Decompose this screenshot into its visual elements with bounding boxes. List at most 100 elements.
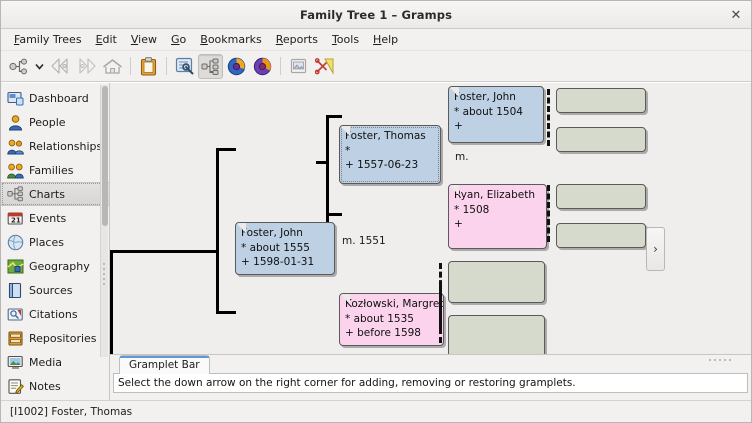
sidebar-item-places[interactable]: Places bbox=[1, 230, 109, 254]
sources-icon bbox=[7, 282, 24, 299]
relationships-icon bbox=[7, 138, 24, 155]
sidebar-item-label: Dashboard bbox=[29, 91, 89, 105]
person-box[interactable]: Kozłowski, Margret * about 1535 + before… bbox=[339, 293, 444, 346]
sidebar-item-label: Media bbox=[29, 355, 63, 369]
tools-icon[interactable] bbox=[250, 54, 275, 79]
sidebar-item-label: Repositories bbox=[29, 331, 97, 345]
charts-icon bbox=[7, 185, 24, 203]
person-death: + 1557-06-23 bbox=[345, 159, 419, 171]
marriage-label: m. 1551 bbox=[342, 235, 386, 247]
svg-text:21: 21 bbox=[11, 216, 21, 224]
media-icon[interactable] bbox=[286, 54, 311, 79]
box-fold-icon bbox=[236, 223, 246, 233]
person-name: Foster, John bbox=[454, 91, 516, 103]
clipboard-icon[interactable] bbox=[136, 54, 161, 79]
menu-mnemonic: T bbox=[331, 33, 337, 46]
sidebar-item-geography[interactable]: Geography bbox=[1, 254, 109, 278]
person-death: + 1598-01-31 bbox=[241, 256, 315, 268]
window-titlebar: Family Tree 1 – Gramps ✕ bbox=[1, 1, 751, 29]
empty-person-box[interactable] bbox=[556, 88, 646, 113]
person-birth: * about 1535 bbox=[345, 312, 414, 325]
gramplet-grip[interactable] bbox=[709, 357, 735, 363]
main-body: Dashboard People bbox=[1, 82, 751, 400]
person-box[interactable]: Foster, John * about 1504 + bbox=[448, 86, 544, 143]
sidebar-item-dashboard[interactable]: Dashboard bbox=[1, 86, 109, 110]
menu-edit[interactable]: Edit bbox=[89, 31, 124, 48]
notes-icon bbox=[7, 378, 24, 395]
sidebar-item-label: People bbox=[29, 115, 66, 129]
menu-tools[interactable]: Tools bbox=[325, 31, 366, 48]
back-arrow-icon[interactable] bbox=[48, 54, 73, 79]
sidebar-item-relationships[interactable]: Relationships bbox=[1, 134, 109, 158]
person-box[interactable]: Ryan, Elizabeth * 1508 + bbox=[448, 184, 547, 249]
sidebar-scrollbar-thumb[interactable] bbox=[102, 86, 108, 226]
menu-label: ookmarks bbox=[207, 33, 262, 46]
dashed-connector bbox=[547, 89, 550, 146]
add-person-icon[interactable] bbox=[6, 54, 31, 79]
person-name: Foster, Thomas bbox=[345, 130, 426, 142]
person-death: + bbox=[454, 120, 463, 132]
tab-gramplet-bar[interactable]: Gramplet Bar bbox=[119, 355, 210, 374]
sidebar-item-repositories[interactable]: Repositories bbox=[1, 326, 109, 350]
person-name: Foster, John bbox=[241, 227, 303, 239]
connector-line bbox=[110, 250, 113, 360]
dashed-connector bbox=[547, 185, 550, 242]
forward-arrow-icon[interactable] bbox=[74, 54, 99, 79]
menu-label: iew bbox=[138, 33, 157, 46]
chart-canvas-wrap: Foster, John * about 1555 + 1598-01-31 F… bbox=[110, 83, 751, 400]
box-fold-icon bbox=[340, 126, 350, 136]
marriage-label: m. bbox=[455, 151, 469, 163]
pedigree-chart-canvas[interactable]: Foster, John * about 1555 + 1598-01-31 F… bbox=[110, 83, 751, 400]
connector-line bbox=[216, 148, 236, 151]
menu-help[interactable]: Help bbox=[366, 31, 405, 48]
sidebar-item-charts[interactable]: Charts bbox=[1, 182, 109, 206]
menu-go[interactable]: Go bbox=[164, 31, 193, 48]
status-text: [I1002] Foster, Thomas bbox=[10, 405, 133, 418]
home-icon[interactable] bbox=[100, 54, 125, 79]
person-birth: * bbox=[345, 144, 351, 157]
menu-mnemonic: H bbox=[373, 33, 382, 46]
sidebar-item-notes[interactable]: Notes bbox=[1, 374, 109, 398]
chevron-down-icon[interactable] bbox=[32, 54, 47, 79]
sidebar-item-families[interactable]: Families bbox=[1, 158, 109, 182]
media-icon bbox=[7, 354, 24, 371]
menu-family-trees[interactable]: Family Trees bbox=[7, 31, 89, 48]
person-box[interactable]: Foster, John * about 1555 + 1598-01-31 bbox=[235, 222, 335, 275]
gramplet-bar: Gramplet Bar Select the down arrow on th… bbox=[110, 354, 751, 400]
connector-line bbox=[316, 161, 329, 164]
sidebar-scrollbar[interactable] bbox=[100, 85, 108, 357]
empty-person-box[interactable] bbox=[556, 223, 646, 248]
menu-view[interactable]: View bbox=[124, 31, 164, 48]
charts-view-icon[interactable] bbox=[198, 53, 223, 79]
sidebar-item-people[interactable]: People bbox=[1, 110, 109, 134]
empty-person-box[interactable] bbox=[448, 261, 545, 303]
sidebar-item-media[interactable]: Media bbox=[1, 350, 109, 374]
citations-icon bbox=[7, 306, 24, 323]
person-box[interactable]: Foster, Thomas * + 1557-06-23 bbox=[339, 125, 441, 184]
configure-view-icon[interactable] bbox=[172, 54, 197, 79]
sidebar-resize-grip[interactable] bbox=[103, 263, 107, 285]
toolbar-separator bbox=[130, 57, 131, 75]
empty-person-box[interactable] bbox=[556, 127, 646, 152]
connector-line bbox=[326, 213, 342, 216]
person-name: Ryan, Elizabeth bbox=[454, 189, 536, 201]
gramplet-message: Select the down arrow on the right corne… bbox=[113, 373, 748, 393]
person-death: + bbox=[454, 218, 463, 230]
menu-label: dit bbox=[102, 33, 117, 46]
menu-bookmarks[interactable]: Bookmarks bbox=[193, 31, 268, 48]
empty-person-box[interactable] bbox=[448, 315, 545, 357]
scroll-right-button[interactable]: › bbox=[646, 227, 665, 271]
merge-icon[interactable] bbox=[312, 54, 337, 79]
sidebar-item-label: Charts bbox=[29, 187, 65, 201]
close-icon[interactable]: ✕ bbox=[730, 7, 742, 23]
menu-mnemonic: E bbox=[95, 33, 103, 46]
sidebar-item-citations[interactable]: Citations bbox=[1, 302, 109, 326]
reports-icon[interactable] bbox=[224, 54, 249, 79]
empty-person-box[interactable] bbox=[556, 184, 646, 209]
places-icon bbox=[7, 234, 24, 251]
sidebar-item-sources[interactable]: Sources bbox=[1, 278, 109, 302]
sidebar-item-events[interactable]: 21 Events bbox=[1, 206, 109, 230]
menu-reports[interactable]: Reports bbox=[269, 31, 325, 48]
sidebar-item-label: Events bbox=[29, 211, 67, 225]
dashed-connector bbox=[439, 283, 442, 343]
